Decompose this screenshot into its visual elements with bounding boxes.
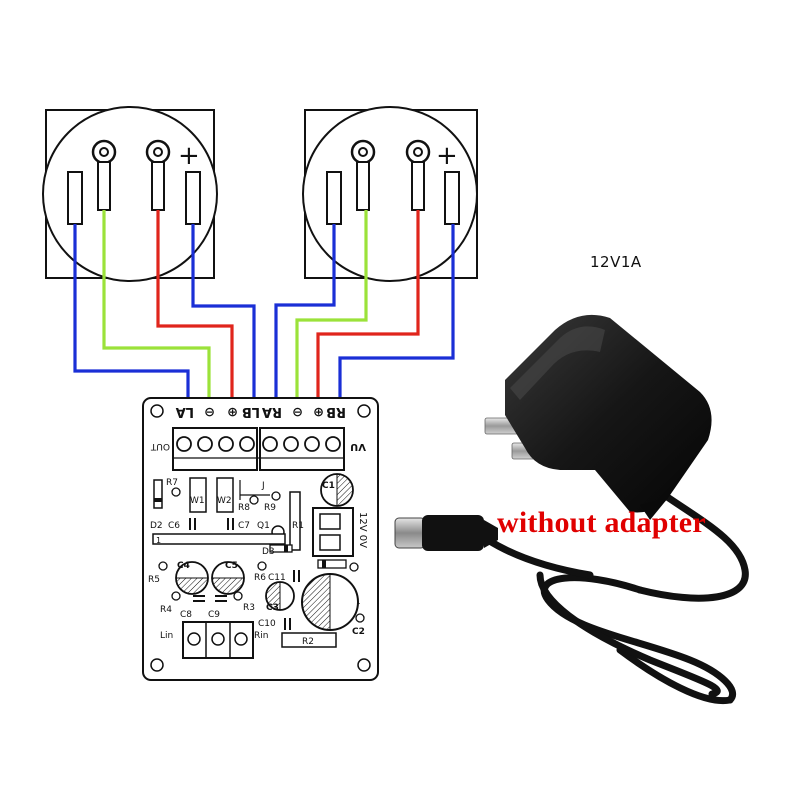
adapter-not-included-note: without adapter <box>497 506 706 539</box>
wire-left-blue <box>73 224 190 398</box>
svg-text:1: 1 <box>156 536 161 545</box>
terminal-label-3: LB <box>242 404 260 419</box>
right-speaker-socket: + <box>302 106 478 282</box>
svg-text:W2: W2 <box>217 496 232 506</box>
svg-text:D3: D3 <box>262 547 275 557</box>
rin-label: Rin <box>254 631 268 641</box>
wire-right-blue-2 <box>338 224 455 398</box>
terminal-label-7: RB <box>326 404 346 419</box>
dc-plug-tip <box>394 517 426 549</box>
wire-right-blue <box>274 224 336 398</box>
svg-text:C11: C11 <box>268 573 286 583</box>
svg-text:R9: R9 <box>264 503 276 513</box>
svg-text:C10: C10 <box>258 619 276 629</box>
svg-text:C1: C1 <box>322 481 335 491</box>
power-label: 12V 0V <box>357 512 368 548</box>
svg-text:R3: R3 <box>243 603 255 613</box>
left-pin-inner-1 <box>97 161 111 211</box>
wires <box>73 210 455 398</box>
lin-label: Lin <box>160 631 173 641</box>
terminal-label-5: ⊖ <box>292 404 303 419</box>
svg-text:D2: D2 <box>150 521 163 531</box>
wire-left-red <box>156 210 234 398</box>
svg-text:R2: R2 <box>302 637 314 647</box>
adapter-cable <box>484 488 749 705</box>
left-plus-sign: + <box>178 141 200 171</box>
dc-plug-body <box>422 515 484 551</box>
svg-text:R7: R7 <box>166 478 178 488</box>
svg-text:C3: C3 <box>266 603 279 613</box>
wire-left-blue-2 <box>191 224 256 398</box>
terminal-label-2: ⊕ <box>227 404 238 419</box>
left-pin-outer-1 <box>67 171 83 225</box>
svg-text:C2: C2 <box>352 627 365 637</box>
vu-label: VU <box>350 441 366 452</box>
out-label: OUT <box>150 441 170 451</box>
wire-right-green <box>295 210 368 398</box>
left-pin-inner-2 <box>151 161 165 211</box>
svg-text:R8: R8 <box>238 503 250 513</box>
svg-text:C9: C9 <box>208 610 220 620</box>
left-pin-outer-2 <box>185 171 201 225</box>
svg-text:C7: C7 <box>238 521 250 531</box>
svg-text:C8: C8 <box>180 610 192 620</box>
wire-left-green <box>102 210 211 398</box>
svg-text:R1: R1 <box>292 521 304 531</box>
svg-text:R5: R5 <box>148 575 160 585</box>
output-terminal-block <box>172 427 345 471</box>
terminal-label-4: RA <box>262 404 282 419</box>
left-speaker-socket: + <box>42 106 218 282</box>
svg-text:C5: C5 <box>225 561 238 571</box>
terminal-label-0: LA <box>176 404 194 419</box>
wire-right-red <box>316 210 420 398</box>
svg-text:Q1: Q1 <box>257 521 270 531</box>
right-plus-sign: + <box>436 141 458 171</box>
adapter-rating-label: 12V1A <box>590 253 642 271</box>
svg-text:W1: W1 <box>190 496 205 506</box>
terminal-label-6: ⊕ <box>313 404 324 419</box>
svg-text:C4: C4 <box>177 561 190 571</box>
terminal-label-1: ⊖ <box>204 404 215 419</box>
svg-text:R6: R6 <box>254 573 266 583</box>
power-adapter <box>394 314 749 705</box>
adapter-body <box>505 314 712 513</box>
svg-text:J: J <box>261 481 265 491</box>
svg-text:R4: R4 <box>160 605 172 615</box>
svg-text:C6: C6 <box>168 521 180 531</box>
